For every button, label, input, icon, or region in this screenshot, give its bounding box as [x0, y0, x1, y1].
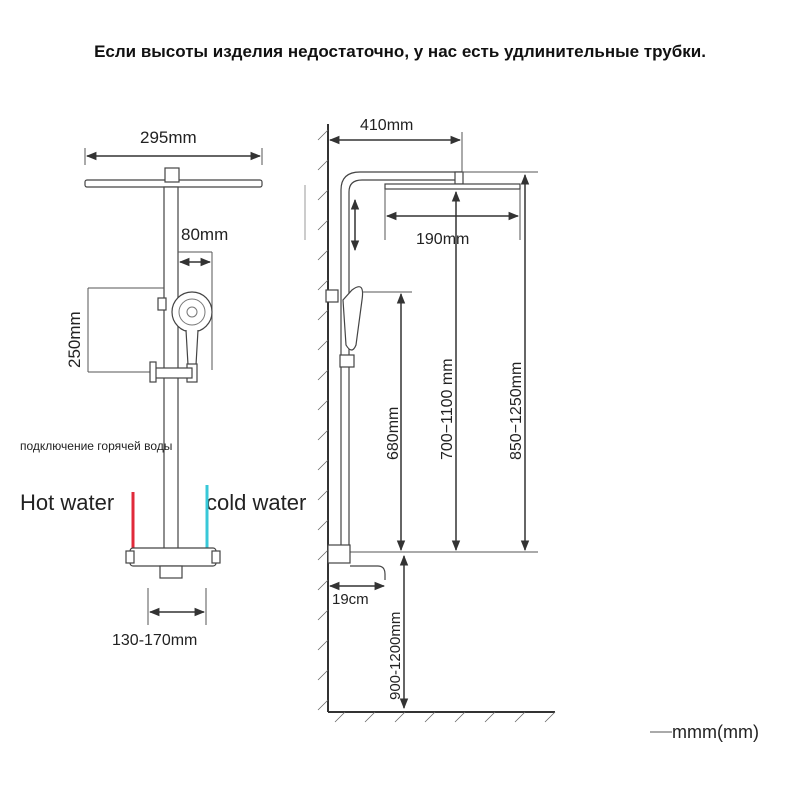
side-wall-clamp — [325, 289, 339, 303]
units-legend: mmm(mm) — [672, 722, 759, 742]
cold-water-label: cold water — [206, 490, 306, 515]
hot-connection-note: подключение горячей воды — [20, 439, 172, 453]
side-view: 410mm 190mm 680mm 700−1100 mm 850−1250mm — [304, 117, 556, 723]
hot-water-label: Hot water — [20, 490, 114, 515]
side-hand-shower — [342, 286, 364, 351]
floor-label: 900-1200mm — [387, 612, 404, 700]
side-mixer — [327, 544, 351, 564]
range2-label: 850−1250mm — [508, 362, 525, 460]
bracket-label: 80mm — [181, 225, 228, 244]
head-connector — [164, 167, 180, 183]
caption: Если высоты изделия недостаточно, у нас … — [94, 42, 706, 61]
arm-label: 410mm — [360, 117, 413, 134]
range1-label: 700−1100 mm — [439, 358, 456, 460]
height-label: 250mm — [65, 311, 84, 368]
side-shower-head — [384, 183, 521, 190]
front-view: 295mm 80mm 250mm подключение горячей вод… — [20, 128, 306, 649]
spout-label: 19cm — [332, 591, 369, 608]
head-label: 190mm — [416, 231, 469, 248]
hand-shower — [171, 291, 213, 383]
riser-pipe — [163, 186, 179, 578]
width-label: 295mm — [140, 128, 197, 147]
bottom-outlet — [159, 565, 183, 579]
spacing-label: 130-170mm — [112, 632, 197, 649]
mixer-valve — [129, 547, 217, 567]
side-spout — [350, 565, 386, 580]
slide-holder — [151, 367, 193, 379]
upper-clamp — [157, 297, 167, 311]
slide-label: 680mm — [385, 407, 402, 460]
